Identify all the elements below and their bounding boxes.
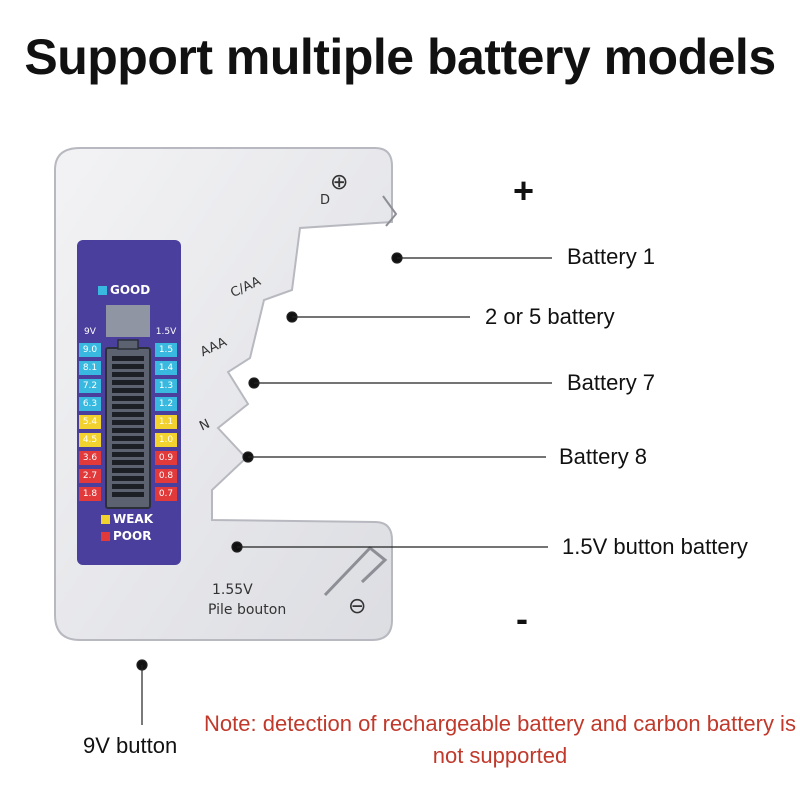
- battery-gauge-segments: [112, 356, 144, 497]
- right_scale-tick: 1.1: [155, 415, 177, 429]
- scale-header-15v: 1.5V: [155, 327, 177, 337]
- plus-sign: +: [513, 170, 535, 211]
- right_scale-tick: 1.0: [155, 433, 177, 447]
- minus-sign: -: [516, 598, 528, 639]
- good-swatch: [98, 286, 107, 295]
- callout-battery-7: Battery 7: [567, 370, 656, 395]
- left_scale-tick: 2.7: [79, 469, 101, 483]
- contact-spring-top: [382, 195, 398, 227]
- right_scale-tick: 1.5: [155, 343, 177, 357]
- slot-label-d: D: [320, 193, 331, 208]
- scale-header-9v: 9V: [84, 327, 96, 337]
- battery-gauge-cap: [117, 339, 139, 350]
- poor-swatch: [101, 532, 110, 541]
- left_scale-tick: 3.6: [79, 451, 101, 465]
- left_scale-tick: 6.3: [79, 397, 101, 411]
- page-title: Support multiple battery models: [24, 29, 776, 85]
- button-cell-label: Pile bouton: [208, 602, 287, 618]
- left_scale-tick: 7.2: [79, 379, 101, 393]
- right_scale-tick: 0.9: [155, 451, 177, 465]
- legend-poor: POOR: [113, 529, 152, 543]
- callout-leaders: [136, 252, 552, 725]
- contact-spring: [323, 545, 388, 597]
- legend-good: GOOD: [110, 283, 151, 297]
- left_scale-tick: 5.4: [79, 415, 101, 429]
- right_scale-tick: 1.3: [155, 379, 177, 393]
- callout-battery-1: Battery 1: [567, 244, 656, 269]
- weak-swatch: [101, 515, 110, 524]
- legend-weak: WEAK: [113, 512, 154, 526]
- left_scale-tick: 1.8: [79, 487, 101, 501]
- right_scale-tick: 1.2: [155, 397, 177, 411]
- right_scale-tick: 1.4: [155, 361, 177, 375]
- left_scale-tick: 8.1: [79, 361, 101, 375]
- minus-terminal-icon: ⊖: [348, 594, 367, 619]
- left_scale-tick: 4.5: [79, 433, 101, 447]
- callout-battery-8: Battery 8: [559, 444, 648, 469]
- button-voltage-label: 1.55V: [212, 582, 253, 598]
- callout-15v-button-battery: 1.5V button battery: [562, 534, 748, 559]
- right_scale-tick: 0.8: [155, 469, 177, 483]
- callout-9v-button: 9V button: [83, 733, 178, 758]
- left_scale-tick: 9.0: [79, 343, 101, 357]
- right_scale-tick: 0.7: [155, 487, 177, 501]
- compatibility-note: Note: detection of rechargeable battery …: [204, 711, 796, 768]
- display-window: [106, 305, 150, 337]
- callout-2-or-5-battery: 2 or 5 battery: [485, 304, 615, 329]
- plus-terminal-icon: ⊕: [330, 170, 349, 195]
